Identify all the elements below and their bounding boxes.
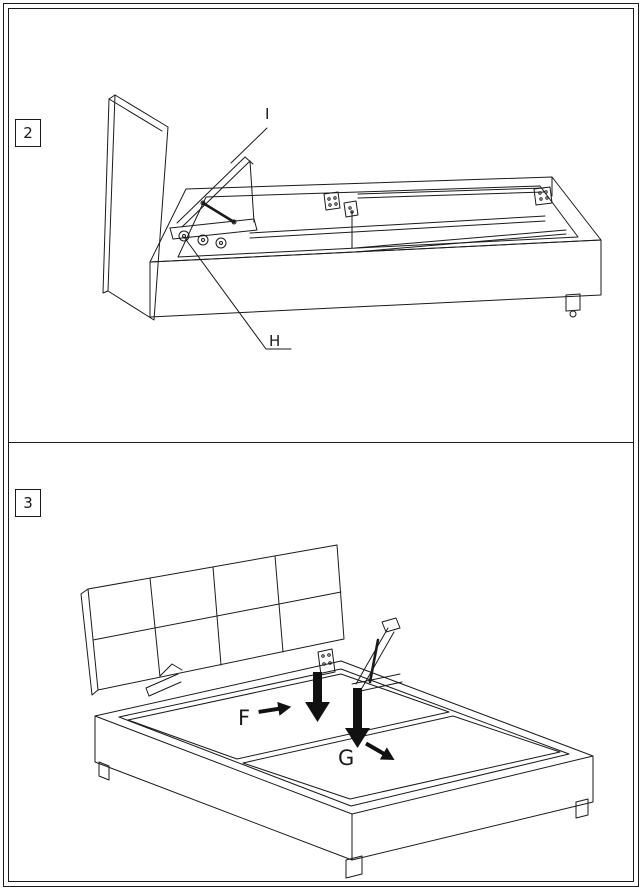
outer-border: [3, 3, 639, 887]
panel-divider: [9, 442, 633, 443]
callout-label-g: G: [338, 746, 355, 770]
callout-label-h: H: [269, 332, 281, 350]
callout-label-i: I: [265, 105, 270, 123]
step-3-number-box: 3: [15, 489, 41, 517]
step-2-number: 2: [23, 123, 33, 142]
inner-border: [8, 8, 634, 882]
step-2-number-box: 2: [15, 119, 41, 147]
step-3-number: 3: [23, 493, 33, 512]
callout-label-f: F: [238, 706, 251, 730]
